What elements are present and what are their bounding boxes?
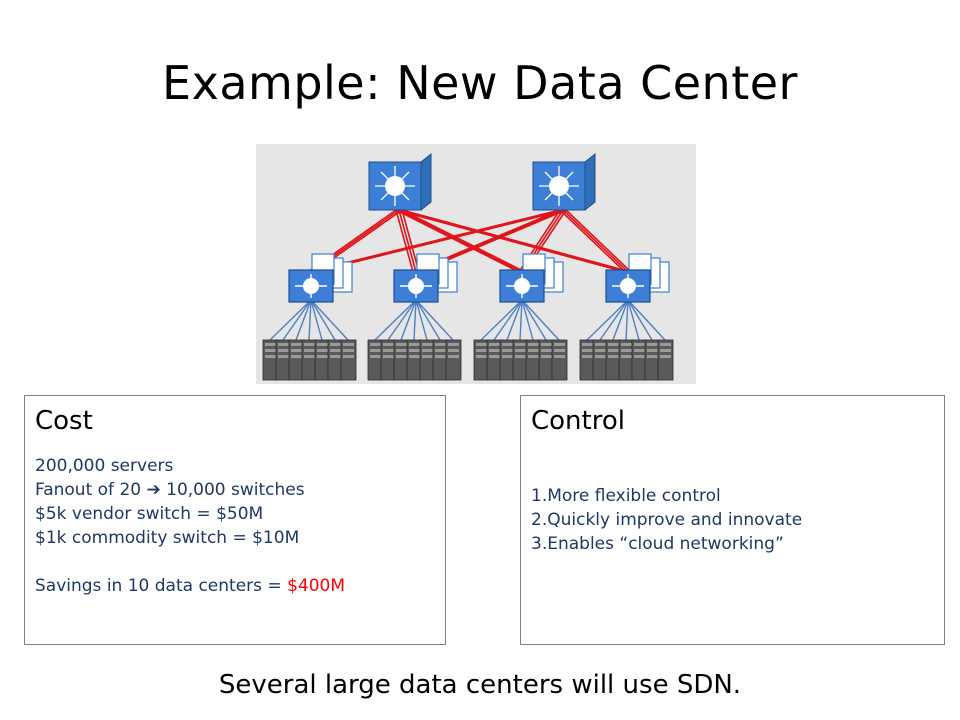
core-agg-link (401, 209, 420, 273)
aggregation-switch-icon (393, 253, 458, 303)
server-rack-icon (525, 339, 542, 381)
aggregation-switch-icon (605, 253, 670, 303)
footer-statement: Several large data centers will use SDN. (218, 670, 742, 700)
server-rack-icon (618, 339, 635, 381)
cost-details: 200,000 servers Fanout of 20 ➔ 10,000 sw… (35, 454, 345, 598)
agg-server-link (310, 299, 349, 341)
agg-server-link (625, 299, 629, 341)
control-list: 1.More flexible control 2.Quickly improv… (531, 484, 802, 556)
agg-server-link (415, 299, 441, 341)
spacer (35, 550, 345, 574)
aggregation-switch-icon (499, 253, 564, 303)
agg-server-link (413, 299, 417, 341)
control-item-3: 3.Enables “cloud networking” (531, 534, 784, 554)
core-agg-link (395, 209, 520, 273)
core-agg-link (565, 209, 632, 273)
control-box: Control 1.More flexible control 2.Quickl… (520, 395, 945, 645)
agg-server-link (310, 299, 336, 341)
agg-server-link (308, 299, 312, 341)
cost-line-fanout: Fanout of 20 ➔ 10,000 switches (35, 478, 345, 502)
core-agg-link (395, 209, 414, 273)
cost-box: Cost 200,000 servers Fanout of 20 ➔ 10,0… (24, 395, 446, 645)
core-agg-link (398, 209, 523, 273)
cost-heading: Cost (35, 406, 93, 436)
network-topology (256, 144, 696, 384)
core-switch-icon (368, 152, 432, 211)
server-rack-icon (340, 339, 357, 381)
switch-count: 10,000 switches (166, 480, 305, 500)
agg-server-link (521, 299, 547, 341)
savings-label: Savings in 10 data centers = (35, 576, 282, 596)
savings-value: $400M (287, 576, 345, 596)
agg-server-link (480, 299, 523, 341)
core-agg-link (398, 209, 417, 273)
agg-server-link (627, 299, 640, 341)
agg-server-link (415, 299, 454, 341)
core-agg-link (401, 209, 632, 273)
agg-server-link (310, 299, 323, 341)
server-rack-icon (657, 339, 674, 381)
agg-server-link (612, 299, 629, 341)
server-rack-icon (262, 339, 279, 381)
agg-server-link (506, 299, 523, 341)
agg-server-link (387, 299, 417, 341)
agg-server-link (521, 299, 534, 341)
agg-server-link (519, 299, 523, 341)
agg-server-link (400, 299, 417, 341)
control-heading: Control (531, 406, 625, 436)
agg-server-link (415, 299, 428, 341)
cost-line-vendor: $5k vendor switch = $50M (35, 504, 264, 524)
server-rack-icon (445, 339, 462, 381)
agg-server-link (599, 299, 629, 341)
agg-server-link (374, 299, 417, 341)
agg-server-link (586, 299, 629, 341)
aggregation-switch-icon (288, 253, 353, 303)
server-rack-icon (288, 339, 305, 381)
slide-title: Example: New Data Center (162, 56, 798, 110)
core-agg-link (562, 209, 629, 273)
network-diagram (256, 144, 696, 384)
server-rack-icon (551, 339, 568, 381)
right-arrow-icon: ➔ (146, 480, 161, 500)
fanout-label: Fanout of 20 (35, 480, 142, 500)
core-agg-link (559, 209, 626, 273)
agg-server-link (521, 299, 560, 341)
server-rack-icon (473, 339, 490, 381)
agg-server-link (493, 299, 523, 341)
core-switch-icon (532, 152, 596, 211)
cost-line-savings: Savings in 10 data centers = $400M (35, 574, 345, 598)
control-item-1: 1.More flexible control (531, 486, 721, 506)
agg-server-link (295, 299, 312, 341)
cost-line-commodity: $1k commodity switch = $10M (35, 528, 300, 548)
cost-line-servers: 200,000 servers (35, 456, 174, 476)
server-rack-icon (579, 339, 596, 381)
agg-server-link (627, 299, 653, 341)
control-item-2: 2.Quickly improve and innovate (531, 510, 803, 530)
agg-server-link (282, 299, 312, 341)
agg-server-link (627, 299, 666, 341)
agg-server-link (269, 299, 312, 341)
core-agg-link (401, 209, 526, 273)
core-agg-link (313, 209, 567, 273)
server-rack-icon (538, 339, 555, 381)
